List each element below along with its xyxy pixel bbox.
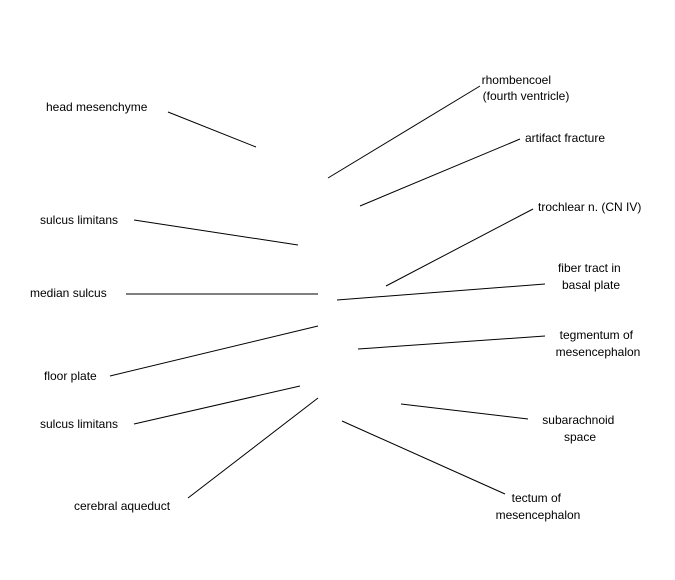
label-floor-plate: floor plate xyxy=(44,369,97,383)
leader-tegmentum xyxy=(357,335,546,350)
leader-sulcus-limitans-upper xyxy=(133,219,299,246)
label-median-sulcus: median sulcus xyxy=(30,286,107,300)
leader-tectum xyxy=(341,420,506,495)
label-rhombencoel-line2: (fourth ventricle) xyxy=(483,89,570,103)
label-fiber-tract-line2: basal plate xyxy=(562,278,620,292)
label-head-mesenchyme: head mesenchyme xyxy=(46,100,148,114)
label-rhombencoel: rhombencoel (fourth ventricle) xyxy=(482,73,570,103)
label-subarachnoid-space: subarachnoid space xyxy=(542,413,617,444)
label-artifact-fracture: artifact fracture xyxy=(525,131,605,145)
leader-floor-plate xyxy=(109,325,319,377)
leader-trochlear-nerve xyxy=(385,208,534,287)
leader-sulcus-limitans-lower xyxy=(133,385,301,425)
label-tegmentum-line2: mesencephalon xyxy=(556,345,641,359)
label-tegmentum-line1: tegmentum of xyxy=(560,328,634,342)
leader-artifact-fracture xyxy=(359,138,521,207)
label-trochlear-nerve: trochlear n. (CN IV) xyxy=(538,200,641,214)
leader-subarachnoid-space xyxy=(400,403,529,420)
label-tegmentum: tegmentum of mesencephalon xyxy=(556,328,641,359)
label-sulcus-limitans-lower: sulcus limitans xyxy=(40,417,118,431)
label-fiber-tract-line1: fiber tract in xyxy=(558,261,621,275)
label-subarachnoid-space-line2: space xyxy=(564,430,596,444)
label-tectum: tectum of mesencephalon xyxy=(496,491,581,522)
label-rhombencoel-line1: rhombencoel xyxy=(482,73,551,87)
leader-cerebral-aqueduct xyxy=(187,397,319,499)
label-tectum-line1: tectum of xyxy=(512,491,562,505)
leader-rhombencoel xyxy=(327,85,481,179)
label-subarachnoid-space-line1: subarachnoid xyxy=(542,413,614,427)
leader-head-mesenchyme xyxy=(167,111,257,148)
leader-fiber-tract xyxy=(336,283,546,301)
label-tectum-line2: mesencephalon xyxy=(496,508,581,522)
label-fiber-tract: fiber tract in basal plate xyxy=(558,261,624,292)
label-cerebral-aqueduct: cerebral aqueduct xyxy=(74,499,171,513)
label-sulcus-limitans-upper: sulcus limitans xyxy=(40,213,118,227)
